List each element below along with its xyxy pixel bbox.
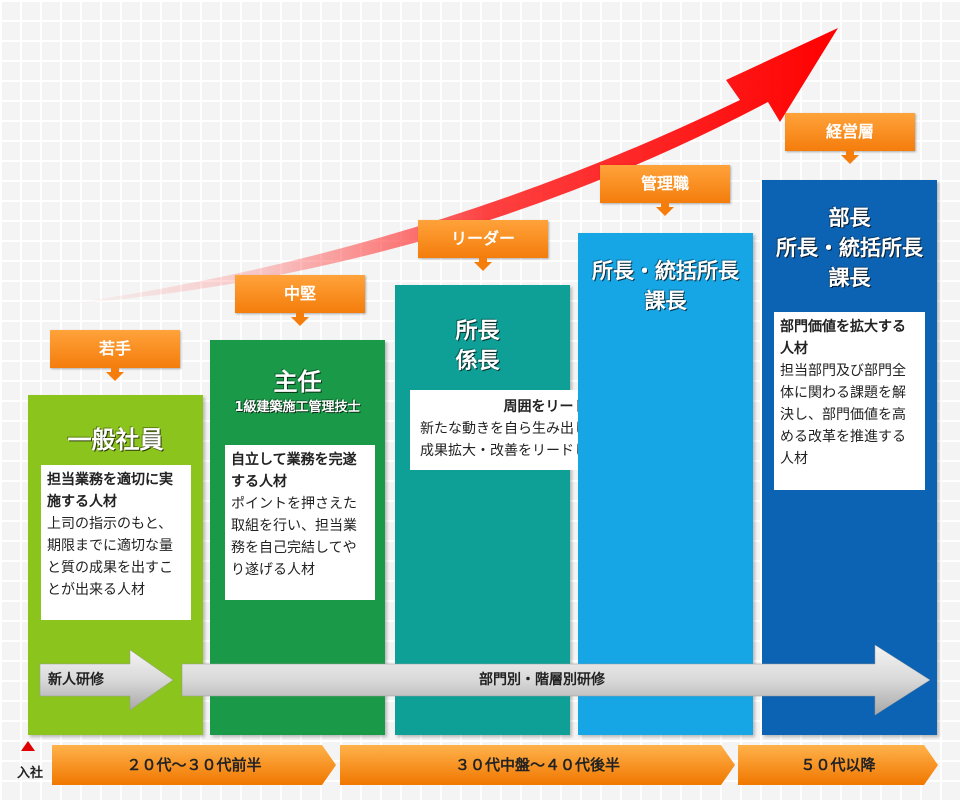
card-heading: 自立して業務を完遂する人材 bbox=[231, 452, 357, 490]
tag-label: 管理職 bbox=[640, 174, 689, 193]
card-heading: 担当業務を適切に実施する人材 bbox=[47, 472, 173, 510]
age-band-50s: ５０代以降 bbox=[738, 745, 938, 785]
title-chief: 主任 bbox=[273, 368, 322, 396]
title-executive-3: 課長 bbox=[828, 266, 871, 290]
entry-marker-icon bbox=[21, 741, 35, 751]
tag-label: 経営層 bbox=[825, 122, 874, 141]
department-training-arrow bbox=[181, 644, 931, 716]
entry-label: 入社 bbox=[16, 766, 43, 781]
column-executive: 部長 所長・統括所長 課長 部門価値を拡大する人材 担当部門及び部門全体に関わる… bbox=[762, 180, 937, 735]
down-arrow-icon bbox=[106, 366, 124, 382]
card-general-staff: 担当業務を適切に実施する人材 上司の指示のもと、期限までに適切な量と質の成果を出… bbox=[41, 465, 191, 620]
card-body: ポイントを押さえた取組を行い、担当業務を自己完結してやり遂げる人材 bbox=[231, 496, 357, 578]
age-band-20s: ２０代～３０代前半 bbox=[52, 745, 336, 785]
down-arrow-icon bbox=[841, 149, 859, 165]
card-heading: 部門価値を拡大する人材 bbox=[780, 319, 906, 357]
title-executive-2: 所長・統括所長 bbox=[776, 236, 923, 260]
column-leader: 所長 係長 bbox=[395, 285, 570, 735]
new-hire-training-label: 新人研修 bbox=[48, 672, 104, 688]
title-management-1: 所長・統括所長 bbox=[592, 259, 739, 283]
column-management: 所長・統括所長 課長 bbox=[578, 233, 753, 735]
tag-label: 若手 bbox=[98, 339, 131, 358]
tag-leader: リーダー bbox=[418, 220, 548, 271]
qualification-label: 1級建築施工管理技士 bbox=[234, 400, 361, 415]
tag-label: 中堅 bbox=[283, 284, 316, 303]
card-executive: 部門価値を拡大する人材 担当部門及び部門全体に関わる課題を解決し、部門価値を高め… bbox=[774, 312, 925, 490]
tag-mid-career: 中堅 bbox=[235, 275, 365, 326]
title-general-staff: 一般社員 bbox=[67, 426, 164, 454]
card-body: 上司の指示のもと、期限までに適切な量と質の成果を出すことが出来る人材 bbox=[47, 516, 173, 598]
age-band-30s-40s: ３０代中盤～４０代後半 bbox=[340, 745, 735, 785]
title-executive-1: 部長 bbox=[828, 206, 871, 230]
tag-label: リーダー bbox=[450, 229, 515, 248]
card-chief: 自立して業務を完遂する人材 ポイントを押さえた取組を行い、担当業務を自己完結して… bbox=[225, 445, 375, 600]
tag-executive: 経営層 bbox=[785, 113, 915, 164]
card-body: 担当部門及び部門全体に関わる課題を解決し、部門価値を高める改革を推進する人材 bbox=[780, 363, 906, 467]
down-arrow-icon bbox=[291, 311, 309, 327]
down-arrow-icon bbox=[656, 201, 674, 217]
tag-young: 若手 bbox=[50, 330, 180, 381]
department-training-label: 部門別・階層別研修 bbox=[479, 672, 605, 688]
down-arrow-icon bbox=[474, 256, 492, 272]
tag-management: 管理職 bbox=[600, 165, 730, 216]
title-management-2: 課長 bbox=[644, 289, 687, 313]
title-leader-2: 係長 bbox=[455, 349, 500, 374]
new-hire-arrow bbox=[39, 649, 174, 711]
title-leader-1: 所長 bbox=[455, 319, 500, 344]
